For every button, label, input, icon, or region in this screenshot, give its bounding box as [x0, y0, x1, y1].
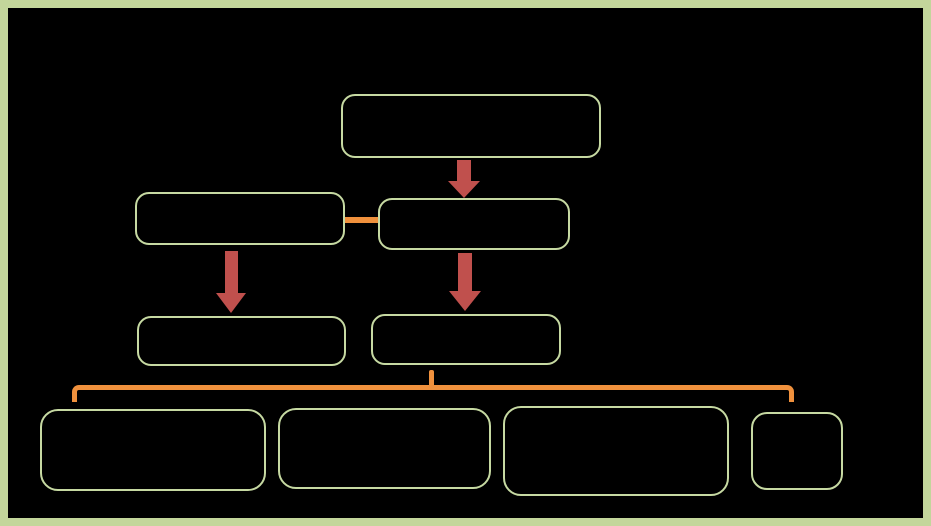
bracket-stem — [429, 370, 434, 386]
bracket-connector — [72, 385, 794, 402]
down-arrow-top-to-mid-center — [448, 160, 480, 198]
down-arrow-mid-left-to-row3-left — [216, 251, 246, 313]
down-arrow-mid-center-to-row3-center — [449, 253, 481, 311]
arrow-head-down-icon — [448, 181, 480, 198]
node-bottom-2 — [278, 408, 491, 489]
node-row3-center — [371, 314, 561, 365]
arrow-head-down-icon — [449, 291, 481, 311]
connector-line-mid-left-to-mid-center — [345, 217, 378, 223]
node-mid-center — [378, 198, 570, 250]
arrow-head-down-icon — [216, 293, 246, 313]
node-mid-left — [135, 192, 345, 245]
node-bottom-3 — [503, 406, 729, 496]
arrow-shaft — [458, 253, 472, 291]
node-bottom-1 — [40, 409, 266, 491]
node-row3-left — [137, 316, 346, 366]
node-bottom-4 — [751, 412, 843, 490]
arrow-shaft — [457, 160, 471, 181]
arrow-shaft — [224, 251, 238, 293]
node-top — [341, 94, 601, 158]
